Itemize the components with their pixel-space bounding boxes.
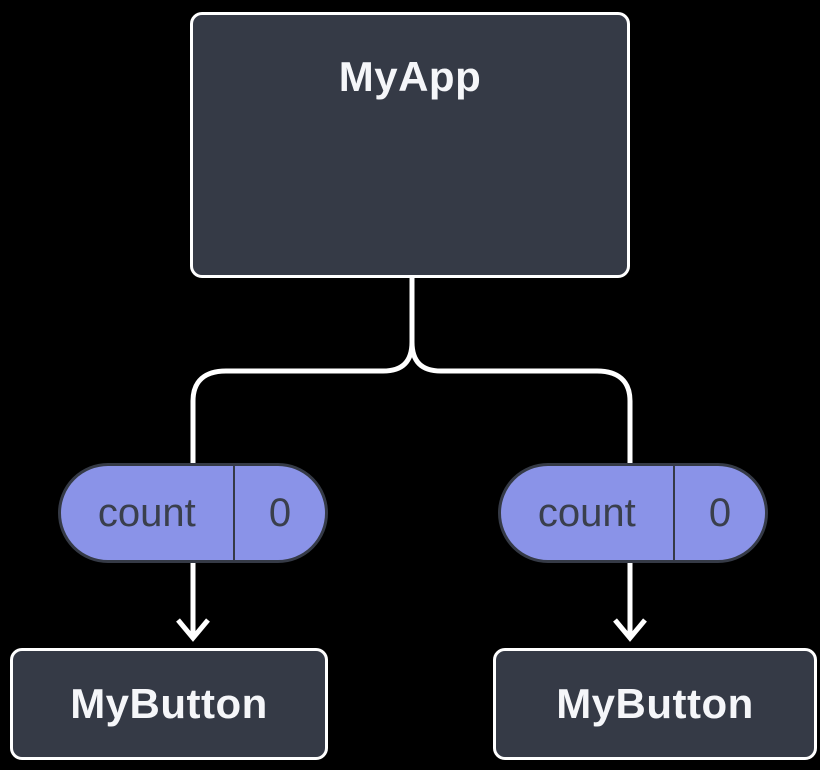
node-myapp-title: MyApp xyxy=(338,53,482,100)
arrowhead-left-icon xyxy=(176,618,210,642)
node-mybutton-right-title: MyButton xyxy=(556,680,754,727)
prop-pill-left: count 0 xyxy=(58,463,328,563)
connector-right-branch xyxy=(409,278,633,636)
prop-pill-right-value: 0 xyxy=(708,490,732,535)
prop-pill-left-value: 0 xyxy=(268,490,292,535)
prop-pill-right: count 0 xyxy=(498,463,768,563)
prop-pill-right-name: count xyxy=(537,490,636,535)
node-myapp: MyApp xyxy=(190,12,630,278)
connector-left-branch xyxy=(190,278,415,636)
prop-pill-right-divider xyxy=(672,466,676,560)
node-mybutton-right: MyButton xyxy=(493,648,817,760)
prop-pill-left-name: count xyxy=(97,490,196,535)
node-mybutton-left: MyButton xyxy=(10,648,328,760)
node-mybutton-left-title: MyButton xyxy=(70,680,268,727)
arrowhead-right-icon xyxy=(613,618,647,642)
prop-pill-left-divider xyxy=(232,466,236,560)
